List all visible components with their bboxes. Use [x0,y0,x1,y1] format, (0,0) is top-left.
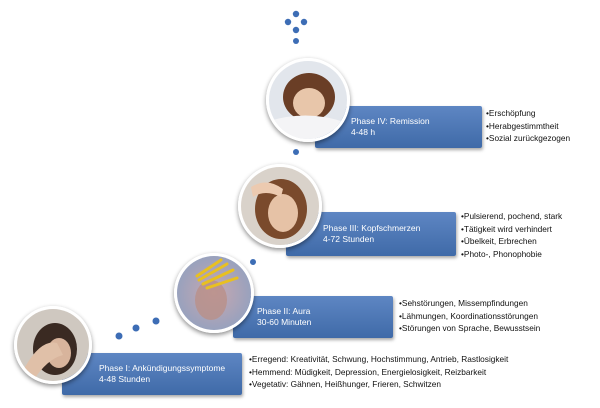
list-item: Lähmungen, Koordinationsstörungen [399,310,540,323]
woman-forehead-pain-photo [238,164,322,248]
dot [284,18,292,26]
phase-1-symptom-list: Erregend: Kreativität, Schwung, Hochstim… [249,353,508,391]
list-item: Vegetativ: Gähnen, Heißhunger, Frieren, … [249,378,508,391]
phase-3-symptom-list: Pulsierend, pochend, stark Tätigkeit wir… [461,210,562,260]
dot [250,259,256,265]
dot [300,18,308,26]
phase-2-symptom-list: Sehstörungen, Missempfindungen Lähmungen… [399,297,540,335]
phase-1-title: Phase I: Ankündigungssymptome [99,363,226,373]
phase-3-title: Phase III: Kopfschmerzen [323,223,421,233]
phase-2-duration: 30-60 Minuten [257,317,312,327]
aura-headache-photo [174,253,254,333]
list-item: Erregend: Kreativität, Schwung, Hochstim… [249,353,508,366]
list-item: Sehstörungen, Missempfindungen [399,297,540,310]
woman-holding-head-photo [14,306,92,384]
list-item: Sozial zurückgezogen [486,132,570,145]
list-item: Übelkeit, Erbrechen [461,235,562,248]
phase-3-duration: 4-72 Stunden [323,234,375,244]
phase-2-box: Phase II: Aura 30-60 Minuten [233,296,393,338]
list-item: Herabgestimmtheit [486,120,570,133]
list-item: Erschöpfung [486,107,570,120]
phase-4-duration: 4-48 h [351,127,376,137]
list-item: Störungen von Sprache, Bewusstsein [399,322,540,335]
list-item: Hemmend: Müdigkeit, Depression, Energiel… [249,366,508,379]
phase-4-title: Phase IV: Remission [351,116,430,126]
list-item: Pulsierend, pochend, stark [461,210,562,223]
dot [293,149,299,155]
dot [152,317,160,325]
woman-resting-photo [266,58,350,142]
phase-2-title: Phase II: Aura [257,306,311,316]
list-item: Photo-, Phonophobie [461,248,562,261]
dot [293,38,299,44]
dot [115,332,123,340]
phase-1-duration: 4-48 Stunden [99,374,151,384]
dot [292,26,300,34]
dot [292,10,300,18]
list-item: Tätigkeit wird verhindert [461,223,562,236]
phase-1-box: Phase I: Ankündigungssymptome 4-48 Stund… [62,353,242,395]
phase-4-symptom-list: Erschöpfung Herabgestimmtheit Sozial zur… [486,107,570,145]
dot [132,324,140,332]
